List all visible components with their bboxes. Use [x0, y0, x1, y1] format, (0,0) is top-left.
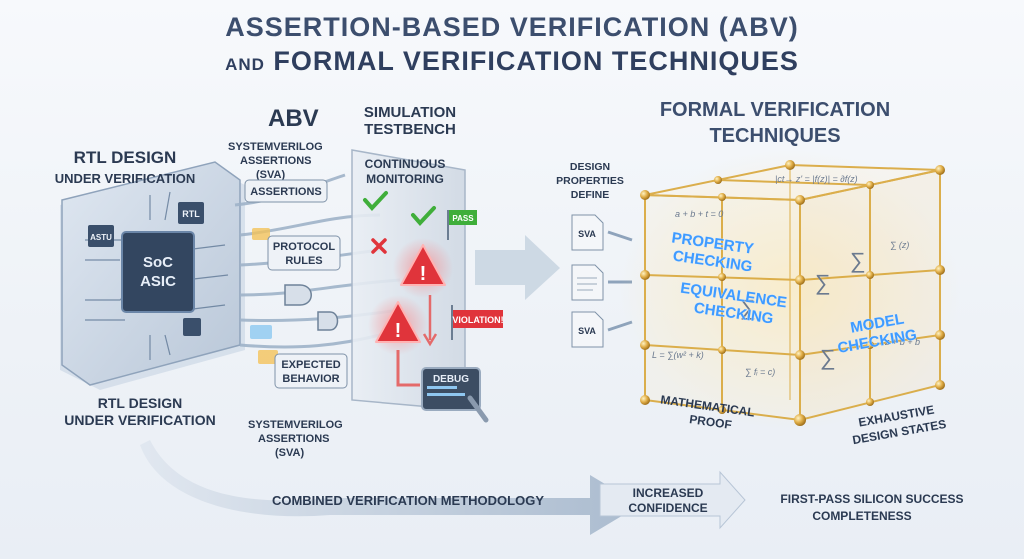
cube-nodes [640, 160, 945, 426]
rtl-heading-line2: UNDER VERIFICATION [55, 171, 196, 186]
warning-icon [375, 301, 421, 343]
abv-footer-line1: SYSTEMVERILOG [248, 419, 343, 431]
expected-tag-line1: EXPECTED [281, 359, 340, 371]
abv-sva-line2: ASSERTIONS [240, 155, 312, 167]
confidence-line2: CONFIDENCE [628, 501, 707, 515]
rtl-footer-line1: RTL DESIGN [98, 395, 183, 411]
rtl-chip-label: RTL [182, 209, 200, 219]
math-proof-line2: PROOF [688, 412, 732, 432]
check-icon [411, 206, 436, 226]
sigma-icon: ∑ [820, 345, 836, 370]
formula-5: L = ∑(w² + k) [652, 350, 704, 360]
testbench-heading-line2: TESTBENCH [364, 121, 456, 138]
sva-doc-3-label: SVA [578, 326, 596, 336]
abv-heading: ABV [268, 105, 319, 132]
violation-flag-label: VIOLATION! [452, 315, 503, 325]
assertion-glow-block [252, 228, 270, 240]
properties-label-line2: PROPERTIES [556, 175, 624, 187]
signal-block-gold [258, 350, 278, 364]
check-icon [363, 191, 388, 211]
sva-doc-1-label: SVA [578, 229, 596, 239]
sigma-icon: ∑ [815, 270, 831, 295]
abv-footer-line3: (SVA) [275, 447, 304, 459]
formula-6: ∑ fᵢ = c) [745, 367, 775, 377]
and-gate-icon [284, 284, 312, 306]
formula-3: ∑ (z) [890, 240, 909, 250]
to-formal-arrow [475, 235, 560, 300]
rtl-chip [178, 202, 204, 224]
page-title-line1: ASSERTION-BASED VERIFICATION (ABV) [225, 12, 799, 42]
protocol-tag-line2: RULES [285, 255, 322, 267]
formal-heading-line1: FORMAL VERIFICATION [660, 99, 890, 121]
title-prefix: AND [225, 55, 265, 74]
protocol-tag: PROTOCOL RULES [267, 235, 341, 271]
formal-cube [644, 163, 941, 422]
abv-sva-line3: (SVA) [256, 169, 285, 181]
methodology-arrow [140, 440, 640, 535]
sigma-icon: ∑ [740, 295, 756, 320]
rtl-footer-line2: UNDER VERIFICATION [64, 412, 215, 428]
soc-chip-label-line1: SoC [143, 254, 173, 271]
warning-icon-mark: ! [420, 263, 427, 285]
abv-footer-line2: ASSERTIONS [258, 433, 330, 445]
formula-4: z + b + b [884, 337, 920, 347]
sva-doc-3: SVA [571, 311, 604, 348]
sigma-symbols: ∑ ∑ ∑ ∑ [740, 248, 866, 370]
violation-flag: VIOLATION! [451, 305, 504, 340]
math-formulas: |ct→ z' = |f(z)| = ∂f(z) a + b + t = 0 ∑… [652, 174, 920, 377]
assertions-tag-label: ASSERTIONS [250, 186, 322, 198]
methodology-label: COMBINED VERIFICATION METHODOLOGY [272, 493, 544, 508]
formula-2: a + b + t = 0 [675, 209, 723, 219]
pass-flag-label: PASS [452, 214, 474, 223]
pass-flag: PASS [447, 210, 477, 240]
expected-tag-line2: BEHAVIOR [282, 373, 339, 385]
soc-chip [121, 231, 195, 313]
soc-chip-label-line2: ASIC [140, 273, 176, 290]
properties-label-line3: DEFINE [571, 189, 610, 201]
sigma-icon: ∑ [850, 248, 866, 273]
confidence-line1: INCREASED [633, 486, 704, 500]
astu-chip [88, 225, 114, 247]
formula-1: |ct→ z' = |f(z)| = ∂f(z) [775, 174, 858, 184]
doc-2 [571, 264, 604, 301]
sva-doc-1: SVA [571, 214, 604, 251]
debug-arrow [396, 350, 420, 387]
page-title-line2: AND FORMAL VERIFICATION TECHNIQUES [0, 46, 1024, 77]
properties-label-line1: DESIGN [570, 161, 610, 173]
success-line2: COMPLETENESS [812, 509, 911, 523]
rtl-heading-line1: RTL DESIGN [74, 148, 177, 167]
monitor-line2: MONITORING [366, 172, 444, 186]
small-chip [183, 318, 201, 336]
warning-icon [400, 244, 446, 286]
title-main: FORMAL VERIFICATION TECHNIQUES [273, 46, 799, 76]
success-line1: FIRST-PASS SILICON SUCCESS [780, 492, 963, 506]
debug-label: DEBUG [433, 374, 469, 385]
monitor-line1: CONTINUOUS [365, 157, 446, 171]
down-arrow-head [422, 333, 438, 347]
formal-heading-line2: TECHNIQUES [709, 125, 840, 147]
expected-tag: EXPECTED BEHAVIOR [274, 353, 348, 389]
assertions-tag: ASSERTIONS [244, 179, 328, 203]
cube-glow [620, 150, 960, 430]
warning-icon-mark: ! [395, 320, 402, 342]
confidence-arrow [599, 470, 746, 530]
x-icon [371, 238, 387, 254]
testbench-heading-line1: SIMULATION [364, 104, 456, 121]
protocol-tag-line1: PROTOCOL [273, 241, 335, 253]
debug-laptop: DEBUG [421, 367, 489, 423]
signal-block-blue [250, 325, 272, 339]
wrench-icon [467, 395, 489, 423]
gate-icon [317, 311, 339, 331]
astu-chip-label: ASTU [90, 233, 112, 242]
abv-sva-line1: SYSTEMVERILOG [228, 141, 323, 153]
